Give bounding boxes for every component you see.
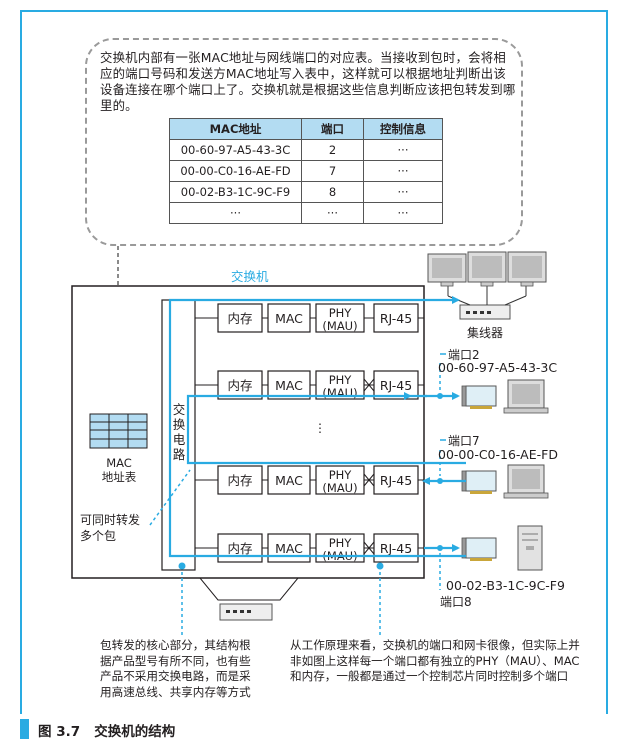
port-8-label: 端口8 [440, 595, 472, 609]
phy-block [315, 303, 365, 333]
phy-label: PHY [329, 536, 353, 550]
forwarding-path [168, 296, 466, 558]
hub-icon [447, 283, 527, 320]
concurrent-forwarding-label: 可同时转发 多个包 [80, 512, 141, 544]
table-cell: 00-02-B3-1C-9C-F9 [169, 181, 302, 203]
rj45-block [373, 465, 419, 495]
table-row: 00-02-B3-1C-9C-F9 8 ··· [169, 181, 443, 203]
mac-address-table: MAC地址 端口 控制信息 00-60-97-A5-43-3C 2 ··· 00… [169, 118, 443, 224]
switching-circuit [161, 299, 196, 571]
mau-label: (MAU) [322, 386, 357, 400]
callout-text: 交换机内部有一张MAC地址与网线端口的对应表。当接收到包时，会将相应的端口号码和… [100, 50, 516, 113]
port-2-label: 端口2 [448, 348, 480, 362]
port-8-mac: 00-02-B3-1C-9C-F9 [446, 578, 565, 593]
phy-block [315, 465, 365, 495]
switch-label: 交换机 [231, 269, 269, 284]
rj45-block [373, 303, 419, 333]
mac-block [267, 533, 311, 563]
rj45-block [373, 533, 419, 563]
figure-caption: 图 3.7 交换机的结构 [38, 720, 175, 740]
table-row: 00-00-C0-16-AE-FD 7 ··· [169, 160, 443, 182]
figure-number: 图 3.7 [38, 724, 81, 740]
rj45-block-label: RJ-45 [380, 473, 412, 488]
memory-block [217, 303, 263, 333]
memory-block-label: 内存 [227, 541, 252, 556]
port-2-mac: 00-60-97-A5-43-3C [438, 360, 558, 375]
network-card-icon [461, 537, 497, 561]
computer-icon [503, 379, 549, 414]
memory-block [217, 370, 263, 400]
network-card-icon [461, 470, 497, 494]
rj45-block-label: RJ-45 [380, 541, 412, 556]
computer-icon [467, 251, 507, 287]
forwarding-path [186, 392, 466, 465]
phy-label: PHY [329, 373, 353, 387]
memory-block-label: 内存 [227, 311, 252, 326]
mac-block-label: MAC [275, 473, 303, 488]
mac-block-label: MAC [275, 378, 303, 393]
computer-icon [427, 253, 467, 287]
table-cell: ··· [169, 202, 302, 224]
rj45-block-label: RJ-45 [380, 378, 412, 393]
mac-table-icon [89, 413, 148, 449]
phy-label: PHY [329, 306, 353, 320]
phy-block [315, 370, 365, 400]
network-card-icon [461, 385, 497, 409]
rj45-block-label: RJ-45 [380, 311, 412, 326]
memory-block [217, 533, 263, 563]
memory-block [217, 465, 263, 495]
port-module-row: 内存 MAC PHY(MAU) RJ-45 [195, 370, 424, 400]
switching-circuit-label: 交换电路 [172, 402, 186, 462]
port-module-row: 内存 MAC PHY(MAU) RJ-45 [195, 303, 424, 333]
mac-block [267, 303, 311, 333]
table-row: 00-60-97-A5-43-3C 2 ··· [169, 139, 443, 161]
port-7-label: 端口7 [448, 434, 480, 448]
computer-icon [507, 251, 547, 287]
memory-block-label: 内存 [227, 378, 252, 393]
more-ports-ellipsis: ⋮ [314, 421, 326, 435]
caption-marker [20, 719, 29, 739]
port-module-row: 内存 MAC PHY(MAU) RJ-45 [195, 465, 424, 495]
memory-block-label: 内存 [227, 473, 252, 488]
figure-title: 交换机的结构 [94, 724, 176, 740]
table-cell: ··· [363, 202, 443, 224]
port-7-mac: 00-00-C0-16-AE-FD [438, 447, 558, 462]
mau-label: (MAU) [322, 319, 357, 333]
tower-computer-icon [517, 525, 543, 571]
mac-table-label: MAC 地址表 [101, 456, 137, 484]
note-port-structure: 从工作原理来看，交换机的端口和网卡很像，但实际上并非如图上这样每一个端口都有独立… [290, 638, 580, 683]
mac-block [267, 370, 311, 400]
table-cell: 00-00-C0-16-AE-FD [169, 160, 302, 182]
mac-block [267, 465, 311, 495]
mac-block-label: MAC [275, 541, 303, 556]
mau-label: (MAU) [322, 481, 357, 495]
table-row: ··· ··· ··· [169, 202, 443, 224]
mac-block-label: MAC [275, 311, 303, 326]
hub-label: 集线器 [467, 326, 504, 340]
column-header-mac: MAC地址 [169, 118, 302, 140]
computer-icon [503, 464, 549, 499]
callout-bubble [85, 38, 523, 246]
note-switching-core: 包转发的核心部分，其结构根据产品型号有所不同，也有些产品不采用交换电路，而是采用… [100, 638, 251, 699]
phy-label: PHY [329, 468, 353, 482]
switch-device-icon [219, 603, 273, 621]
phy-block [315, 533, 365, 563]
caption-bar [20, 714, 608, 742]
